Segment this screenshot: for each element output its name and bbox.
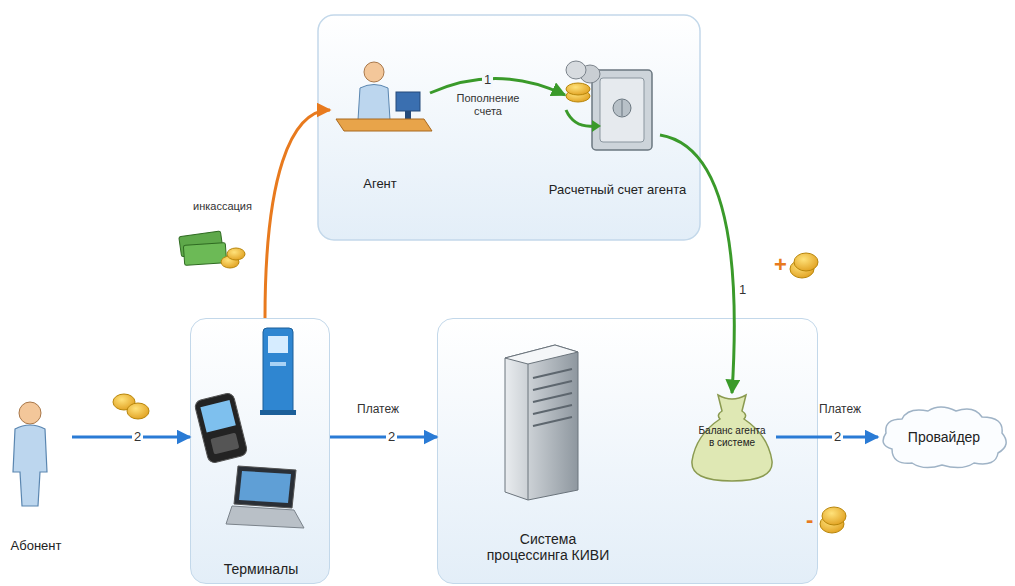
edge-label: 2 bbox=[132, 430, 143, 445]
node-label: Система процессинга КИВИ bbox=[483, 531, 613, 563]
server-icon bbox=[505, 345, 578, 500]
flow-caption: Платеж bbox=[357, 403, 399, 417]
plus-sign: + bbox=[774, 252, 787, 277]
processing-panel: Система процессинга КИВИ Баланс агента в … bbox=[437, 318, 818, 584]
coin-icon bbox=[794, 253, 818, 271]
edge-label: 1 bbox=[737, 283, 748, 298]
minus-sign: - bbox=[806, 507, 813, 532]
node-label: Баланс агента в системе bbox=[696, 425, 768, 448]
edge-label: инкассация bbox=[191, 200, 254, 213]
agent-icon bbox=[336, 62, 432, 131]
flow-caption: Платеж bbox=[819, 403, 861, 417]
person-icon bbox=[13, 402, 47, 506]
money-icon bbox=[179, 231, 245, 268]
edge-label: 2 bbox=[832, 430, 843, 445]
kiosk-icon bbox=[260, 328, 296, 415]
flow-arrow bbox=[776, 436, 878, 439]
node-label: Абонент bbox=[0, 539, 72, 554]
edge-label: 1 bbox=[482, 73, 493, 88]
node-label: Терминалы bbox=[191, 561, 331, 577]
flow-arrow bbox=[330, 436, 437, 439]
node-label: Агент bbox=[330, 177, 430, 192]
balance-bag: Баланс агента в системе bbox=[688, 391, 776, 483]
flow-arrow bbox=[72, 436, 190, 439]
coins-icon bbox=[113, 394, 149, 419]
laptop-icon bbox=[226, 466, 304, 528]
bag-outline bbox=[692, 395, 772, 481]
coin-icon bbox=[822, 507, 846, 525]
flow-arrow bbox=[265, 110, 330, 318]
agent-panel bbox=[318, 15, 700, 240]
provider-cloud: Провайдер bbox=[878, 405, 1010, 471]
flow-arrow bbox=[660, 135, 734, 393]
edge-label: 2 bbox=[386, 430, 397, 445]
safe-icon bbox=[566, 61, 652, 150]
annotation: Пополнение счета bbox=[449, 92, 527, 117]
node-label: Провайдер bbox=[878, 429, 1010, 445]
phone-icon bbox=[194, 392, 248, 464]
node-label: Расчетный счет агента bbox=[545, 183, 690, 198]
